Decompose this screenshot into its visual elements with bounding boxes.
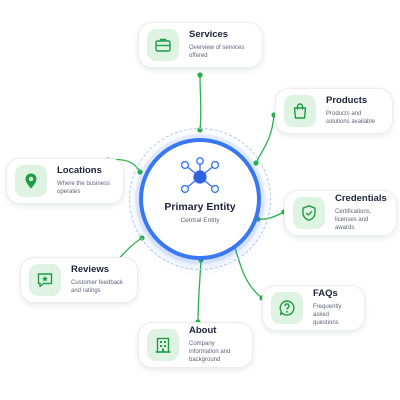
shopping-bag-icon: [284, 95, 316, 127]
connector-dot: [197, 72, 203, 78]
primary-entity-node[interactable]: Primary Entity Central Entity: [139, 138, 261, 260]
node-card-services[interactable]: Services Overview of services offered: [138, 22, 263, 68]
node-card-reviews[interactable]: Reviews Customer feedback and ratings: [20, 257, 138, 303]
connector-products: [255, 114, 275, 164]
shield-check-icon: [293, 197, 325, 229]
node-title: Credentials: [335, 192, 387, 204]
node-subtitle: Where the business operates: [57, 180, 111, 195]
node-card-products[interactable]: Products Products and solutions availabl…: [275, 88, 393, 134]
node-title: About: [189, 324, 217, 336]
node-subtitle: Company information and background: [189, 340, 231, 363]
node-card-locations[interactable]: Locations Where the business operates: [6, 158, 124, 204]
network-hub-icon: [180, 157, 220, 194]
node-title: Reviews: [71, 263, 110, 275]
node-card-about[interactable]: About Company information and background: [138, 322, 253, 368]
node-title: Services: [189, 28, 229, 40]
node-subtitle: Frequently asked questions: [313, 303, 342, 326]
node-subtitle: Overview of services offered: [189, 44, 245, 59]
map-pin-icon: [15, 165, 47, 197]
node-subtitle: Products and solutions available: [326, 110, 376, 125]
center-subtitle: Central Entity: [180, 217, 220, 224]
node-card-credentials[interactable]: Credentials Certifications, licenses and…: [284, 190, 397, 236]
center-dashed-ring: [129, 128, 271, 270]
node-title: Products: [326, 94, 368, 106]
node-title: FAQs: [313, 287, 338, 299]
connector-services: [199, 74, 202, 131]
node-card-faqs[interactable]: FAQs Frequently asked questions: [262, 285, 365, 331]
building-icon: [147, 329, 179, 361]
node-subtitle: Customer feedback and ratings: [71, 279, 124, 294]
node-subtitle: Certifications, licenses and awards: [335, 208, 372, 231]
briefcase-icon: [147, 29, 179, 61]
star-message-icon: [29, 264, 61, 296]
node-title: Locations: [57, 164, 102, 176]
question-bubble-icon: [271, 292, 303, 324]
center-title: Primary Entity: [164, 201, 236, 213]
